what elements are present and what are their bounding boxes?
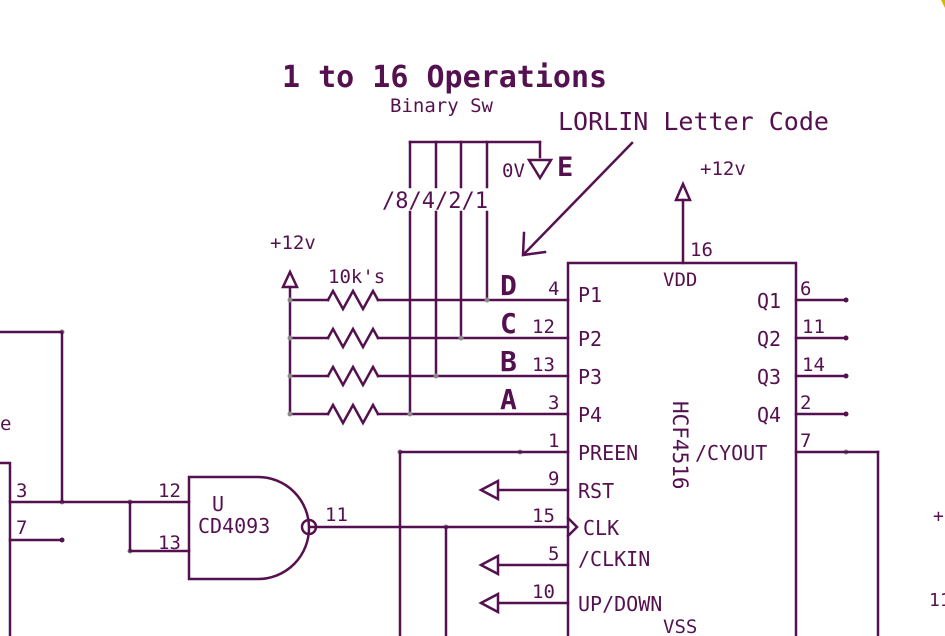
resistor-value-label: 10k's: [328, 266, 385, 288]
pin-label-cyout: /CYOUT: [695, 441, 767, 465]
left-chip-pin-b: 7: [16, 517, 27, 539]
input-letter-c: C: [500, 307, 517, 340]
pin-number-clk: 15: [532, 505, 555, 527]
pin-number-cyout: 7: [800, 430, 811, 452]
pin-number-q1: 6: [800, 278, 811, 300]
switch-common-label: E: [557, 152, 573, 183]
pin-label-q2: Q2: [757, 327, 781, 351]
left-chip-fragment: [0, 461, 65, 636]
pin-number-p1: 4: [548, 278, 559, 300]
pin-number-updown: 10: [532, 581, 555, 603]
input-letter-b: B: [500, 345, 517, 378]
gate-part-label: CD4093: [198, 514, 270, 538]
pin-number-rst: 9: [548, 468, 559, 490]
pin-number-p4: 3: [548, 392, 559, 414]
pin-number-q4: 2: [800, 392, 811, 414]
binary-switch: [408, 140, 554, 416]
pin-number-q2: 11: [802, 316, 825, 338]
pin-label-p4: P4: [578, 403, 602, 427]
ground-label: 0V: [502, 160, 525, 182]
vdd-label: VDD: [663, 269, 697, 291]
pin-number-clkin: 5: [548, 543, 559, 565]
pin-label-preen: PREEN: [578, 441, 638, 465]
pin-label-p3: P3: [578, 365, 602, 389]
control-pin-wires: [308, 450, 579, 636]
right-edge-text-a: +: [933, 506, 944, 527]
resistor-network: [288, 288, 570, 426]
pin-number-p2: 12: [532, 316, 555, 338]
counter-part-name: HCF4516: [668, 401, 692, 490]
switch-name: Binary Sw: [390, 95, 494, 117]
input-letter-a: A: [500, 383, 517, 416]
gate-pin-in2: 13: [158, 532, 181, 554]
resistor-supply-label: +12v: [270, 232, 316, 254]
pin-label-q4: Q4: [757, 403, 781, 427]
pin-label-clkin: /CLKIN: [578, 547, 650, 571]
pin-label-p1: P1: [578, 283, 602, 307]
diagram-title: 1 to 16 Operations: [282, 60, 607, 95]
pin-label-clk: CLK: [583, 516, 619, 540]
callout-arrow: [521, 141, 634, 257]
gate-pin-in1: 12: [158, 480, 181, 502]
pin-label-p2: P2: [578, 327, 602, 351]
input-letter-d: D: [500, 269, 517, 302]
pin-label-updown: UP/DOWN: [578, 592, 662, 616]
pin-label-q3: Q3: [757, 365, 781, 389]
output-pin-wires: [794, 297, 880, 636]
nand-gate-body: [187, 475, 311, 581]
pin-label-rst: RST: [578, 479, 614, 503]
ground-symbol: [526, 158, 554, 181]
gate-input-wires: [0, 330, 191, 553]
pin-number-p3: 13: [532, 354, 555, 376]
gate-pin-out: 11: [325, 504, 348, 526]
resistor-supply-arrow: [281, 269, 299, 289]
pin-number-q3: 14: [802, 354, 825, 376]
vss-label: VSS: [663, 616, 697, 636]
vdd-pin-number: 16: [690, 239, 713, 261]
pin-number-preen: 1: [548, 430, 559, 452]
left-edge-text: e: [0, 413, 11, 435]
vdd-arrow: [674, 180, 692, 202]
nand-inversion-bubble: [300, 518, 318, 536]
gate-ref-label: U: [212, 492, 224, 516]
left-chip-pin-a: 3: [16, 480, 27, 502]
junction-dots: [59, 297, 849, 554]
right-edge-text-b: 11: [929, 590, 945, 611]
corner-marker: [941, 0, 945, 8]
callout-label: LORLIN Letter Code: [558, 107, 829, 136]
switch-weights-label: /8/4/2/1: [382, 189, 488, 214]
vdd-supply-label: +12v: [700, 158, 746, 180]
pin-label-q1: Q1: [757, 289, 781, 313]
